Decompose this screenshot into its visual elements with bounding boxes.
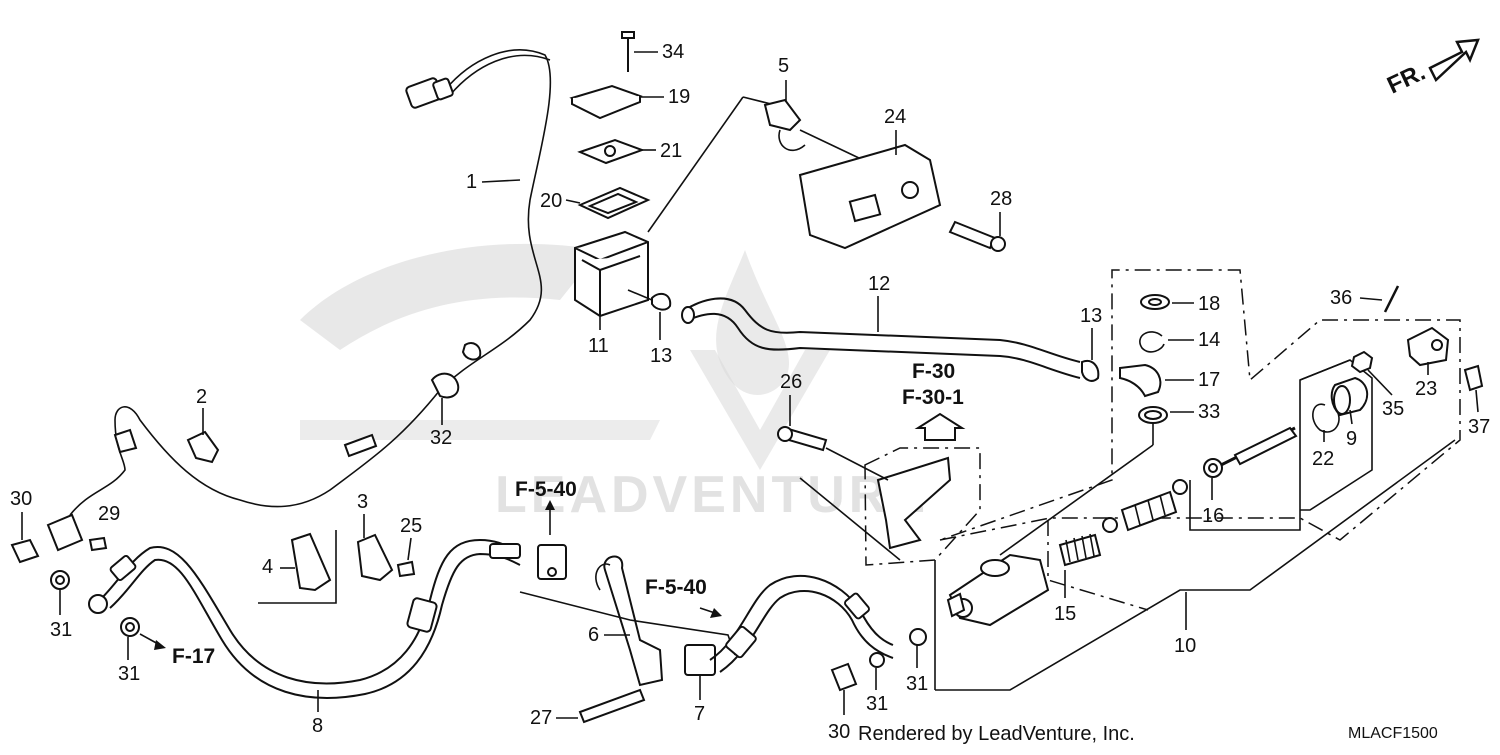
- bracket-4[interactable]: [290, 532, 332, 592]
- clutch-hose-8[interactable]: [88, 538, 521, 699]
- label-30-right: 30: [828, 721, 850, 743]
- pin-36[interactable]: [1383, 285, 1400, 313]
- watermark: LEADVENTURE: [495, 250, 929, 524]
- hose-clamp-13-left[interactable]: [651, 292, 672, 311]
- label-6: 6: [588, 624, 599, 646]
- banjo-bolt-30-left[interactable]: [10, 538, 40, 564]
- label-13-right: 13: [1080, 305, 1102, 327]
- bolt-25[interactable]: [396, 560, 416, 578]
- label-8: 8: [312, 715, 323, 737]
- ref-f-5-40-lower[interactable]: F-5-40: [645, 576, 707, 599]
- label-5: 5: [778, 55, 789, 77]
- label-14: 14: [1198, 329, 1220, 351]
- bolt-28[interactable]: [948, 220, 997, 250]
- label-4: 4: [262, 556, 273, 578]
- label-34: 34: [662, 41, 684, 63]
- clamp-3[interactable]: [356, 533, 394, 582]
- clip-2[interactable]: [186, 430, 220, 464]
- washer-31-c[interactable]: [869, 652, 885, 668]
- front-direction-indicator: FR.: [1383, 38, 1480, 100]
- diagram-code: MLACF1500: [1348, 725, 1438, 742]
- wire-clip-32: [430, 372, 460, 399]
- label-31-c: 31: [866, 693, 888, 715]
- switch-body: [46, 513, 84, 552]
- label-17: 17: [1198, 369, 1220, 391]
- label-32: 32: [430, 427, 452, 449]
- master-cylinder-10[interactable]: [946, 553, 1050, 627]
- label-12: 12: [868, 273, 890, 295]
- clamp-7[interactable]: [684, 644, 716, 676]
- brand-watermark-dots: [300, 243, 660, 440]
- nut-35[interactable]: [1350, 350, 1374, 374]
- snap-ring-14[interactable]: [1139, 331, 1165, 353]
- label-1: 1: [466, 171, 477, 193]
- ref-f-30[interactable]: F-30: [912, 360, 955, 383]
- ref-f-5-40-top[interactable]: F-5-40: [515, 478, 577, 501]
- clevis-23[interactable]: [1406, 326, 1450, 367]
- label-37: 37: [1468, 416, 1490, 438]
- label-28: 28: [990, 188, 1012, 210]
- label-22: 22: [1312, 448, 1334, 470]
- clutch-switch-wire[interactable]: [46, 49, 552, 552]
- label-33: 33: [1198, 401, 1220, 423]
- label-20: 20: [540, 190, 562, 212]
- ref-f-17[interactable]: F-17: [172, 645, 215, 668]
- bolt-27[interactable]: [578, 688, 646, 724]
- clevis-pin-37[interactable]: [1463, 364, 1484, 392]
- label-3: 3: [357, 491, 368, 513]
- label-31-b: 31: [118, 663, 140, 685]
- label-35: 35: [1382, 398, 1404, 420]
- hose-joint-17[interactable]: [1119, 363, 1162, 398]
- reservoir-hose-12[interactable]: [681, 297, 1081, 379]
- label-25: 25: [400, 515, 422, 537]
- label-7: 7: [694, 703, 705, 725]
- clutch-hose-right[interactable]: [709, 575, 894, 673]
- label-16: 16: [1202, 505, 1224, 527]
- washer-31-d[interactable]: [909, 628, 927, 646]
- banjo-bolt-30-right[interactable]: [830, 662, 858, 692]
- label-19: 19: [668, 86, 690, 108]
- label-31-d: 31: [906, 673, 928, 695]
- watermark-text: LEADVENTURE: [495, 466, 929, 524]
- label-13-left: 13: [650, 345, 672, 367]
- up-arrow-icon: [914, 412, 966, 441]
- front-arrow-icon: [1428, 38, 1480, 83]
- pivot-5[interactable]: [763, 98, 802, 132]
- label-24: 24: [884, 106, 906, 128]
- label-11: 11: [588, 335, 609, 357]
- label-23: 23: [1415, 378, 1437, 400]
- bolt-29[interactable]: [88, 536, 108, 552]
- hose-joint-block: [537, 544, 567, 580]
- label-27: 27: [530, 707, 552, 729]
- label-36: 36: [1330, 287, 1352, 309]
- label-15: 15: [1054, 603, 1076, 625]
- piston-spring-15[interactable]: [1058, 479, 1188, 567]
- label-29: 29: [98, 503, 120, 525]
- label-26: 26: [780, 371, 802, 393]
- label-2: 2: [196, 386, 207, 408]
- push-rod-16[interactable]: [1203, 426, 1298, 478]
- hose-clamp-13-right[interactable]: [1081, 360, 1100, 382]
- front-label: FR.: [1383, 59, 1429, 100]
- label-10: 10: [1174, 635, 1196, 657]
- ref-f-30-1[interactable]: F-30-1: [902, 386, 964, 409]
- label-9: 9: [1346, 428, 1357, 450]
- circlip-22[interactable]: [1312, 403, 1340, 433]
- label-21: 21: [660, 140, 682, 162]
- mount-plate: [876, 456, 952, 550]
- label-31-a: 31: [50, 619, 72, 641]
- label-30-left: 30: [10, 488, 32, 510]
- rendered-by-credit: Rendered by LeadVenture, Inc.: [858, 723, 1135, 745]
- label-18: 18: [1198, 293, 1220, 315]
